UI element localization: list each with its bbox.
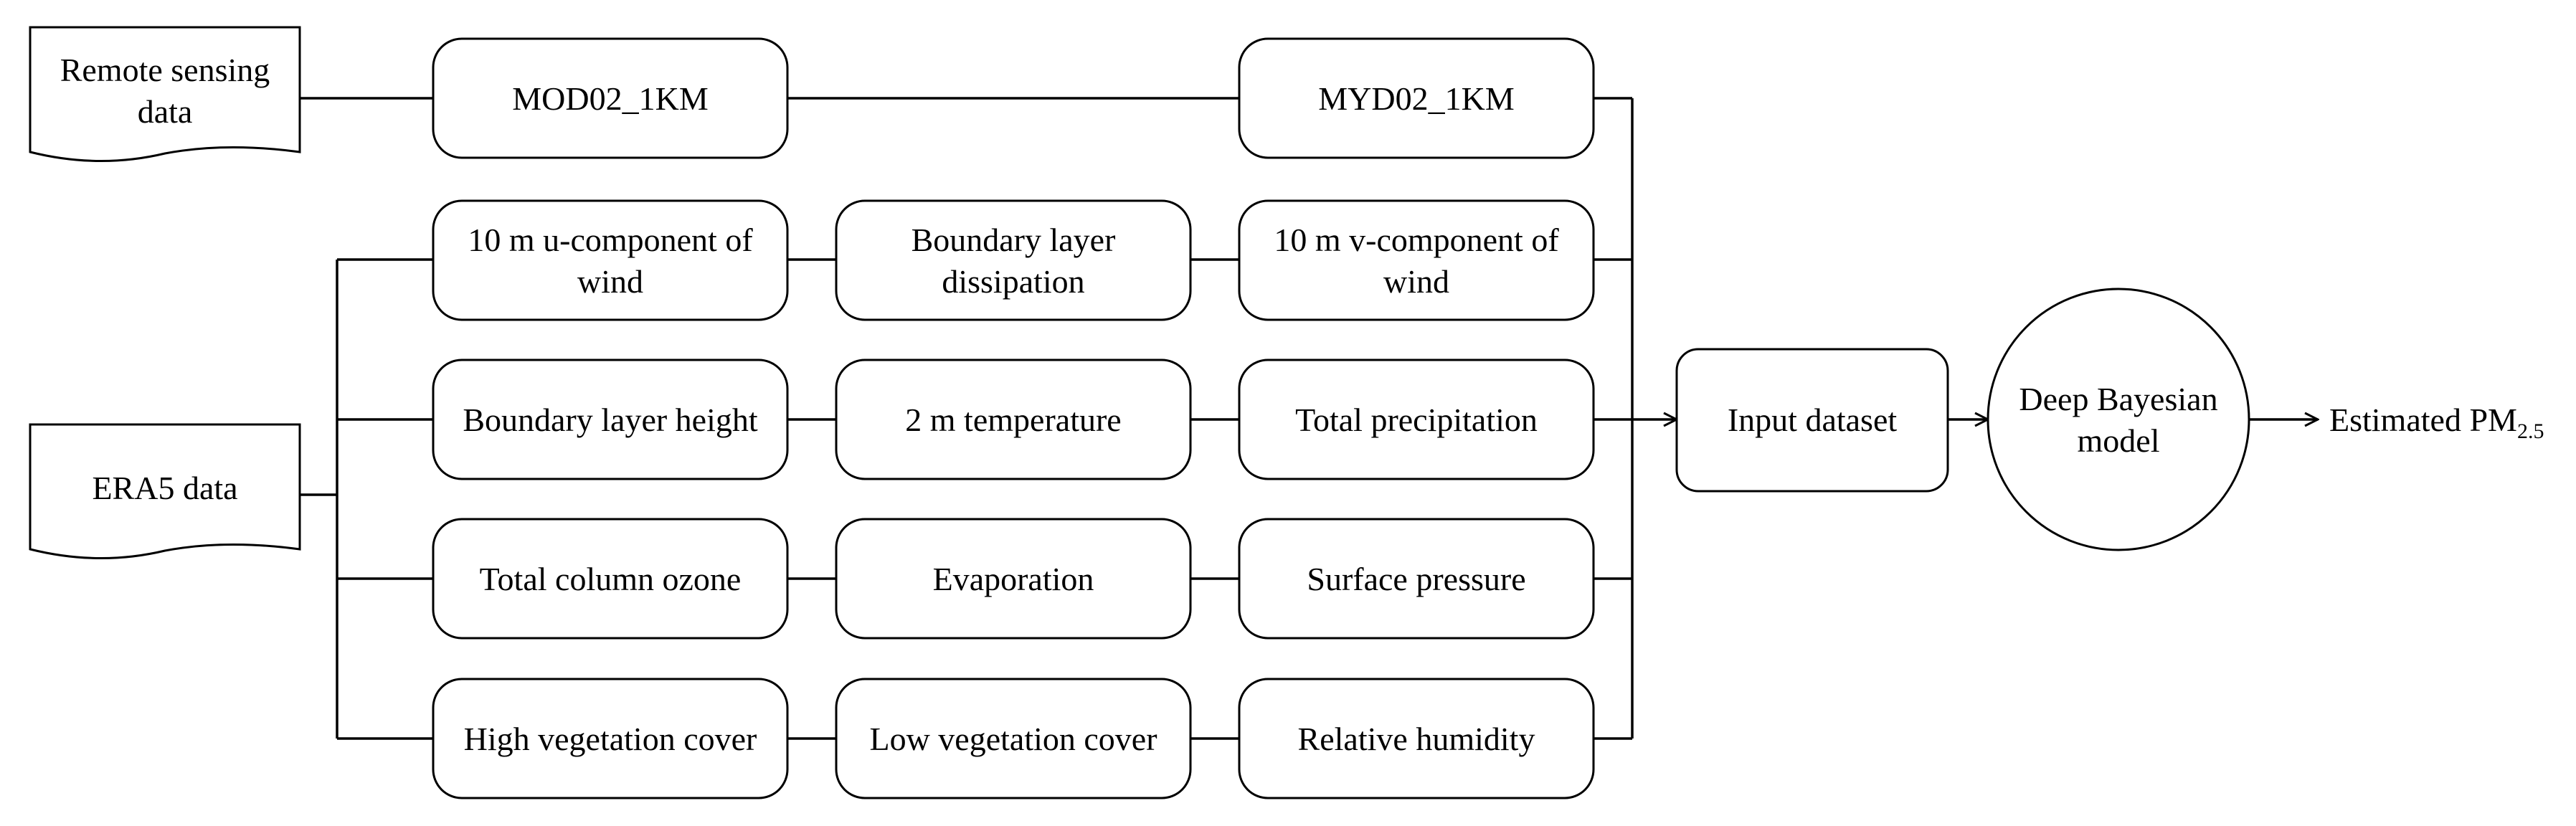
label-line: Low vegetation cover xyxy=(869,721,1157,757)
label-line: data xyxy=(138,93,193,130)
variable-box xyxy=(432,359,789,480)
label-line: Evaporation xyxy=(933,561,1094,597)
variable-node: Surface pressure xyxy=(1238,518,1595,640)
myd02-1km-node: MYD02_1KM xyxy=(1238,37,1595,159)
deep-bayesian-model-label: Deep Bayesian model xyxy=(2019,381,2217,459)
variable-box xyxy=(835,678,1192,799)
variable-node: 10 m u-component of wind xyxy=(432,199,789,321)
connector-lines xyxy=(300,97,2318,740)
variable-node: High vegetation cover xyxy=(432,678,789,799)
deep-bayesian-model-node: Deep Bayesian model xyxy=(1987,288,2250,551)
variable-box xyxy=(432,518,789,640)
variable-label: Evaporation xyxy=(933,561,1094,597)
label-line: High vegetation cover xyxy=(464,721,757,757)
label-line: Boundary layer xyxy=(911,222,1116,258)
era5-data-node: ERA5 data xyxy=(29,423,301,559)
label-line: Surface pressure xyxy=(1307,561,1525,597)
variable-node: Boundary layer height xyxy=(432,359,789,480)
label-line: wind xyxy=(1383,263,1449,300)
label-line: model xyxy=(2078,422,2160,459)
variable-node: 2 m temperature xyxy=(835,359,1192,480)
label-line: 10 m u-component of xyxy=(468,222,753,258)
remote-sensing-data-node: Remote sensing data xyxy=(29,26,301,162)
myd02-1km-label: MYD02_1KM xyxy=(1318,80,1514,117)
variable-node: Total precipitation xyxy=(1238,359,1595,480)
variable-node: Relative humidity xyxy=(1238,678,1595,799)
variable-box xyxy=(835,359,1192,480)
era5-data-label: ERA5 data xyxy=(92,470,237,506)
label-line: wind xyxy=(577,263,643,300)
variable-label: Relative humidity xyxy=(1298,721,1535,757)
variable-node: Evaporation xyxy=(835,518,1192,640)
label-line: dissipation xyxy=(942,263,1084,300)
remote-sensing-data-label: Remote sensing data xyxy=(60,52,270,130)
variable-label: 10 m u-component of wind xyxy=(468,222,753,300)
era5-variable-grid: 10 m u-component of wind Boundary layer dis… xyxy=(432,199,1595,799)
variable-label: Surface pressure xyxy=(1307,561,1525,597)
variable-box xyxy=(1238,678,1595,799)
output-label: Estimated PM xyxy=(2329,402,2517,438)
label-line: 2 m temperature xyxy=(905,402,1121,438)
variable-label: Boundary layer dissipation xyxy=(911,222,1116,300)
label-line: Remote sensing xyxy=(60,52,270,88)
svg-text:Estimated PM2.5: Estimated PM2.5 xyxy=(2329,402,2544,443)
variable-box xyxy=(835,199,1192,321)
variable-node: Total column ozone xyxy=(432,518,789,640)
variable-box xyxy=(835,518,1192,640)
variable-label: 2 m temperature xyxy=(905,402,1121,438)
variable-label: Total precipitation xyxy=(1295,402,1538,438)
variable-box xyxy=(1238,518,1595,640)
estimated-pm25-output: Estimated PM2.5 xyxy=(2329,402,2544,443)
label-line: ERA5 data xyxy=(92,470,237,506)
label-line: Total column ozone xyxy=(480,561,742,597)
label-line: Total precipitation xyxy=(1295,402,1538,438)
label-line: Deep Bayesian xyxy=(2019,381,2217,417)
variable-label: Total column ozone xyxy=(480,561,742,597)
variable-box xyxy=(1238,359,1595,480)
input-dataset-node: Input dataset xyxy=(1675,348,1949,493)
variable-node: Low vegetation cover xyxy=(835,678,1192,799)
label-line: Relative humidity xyxy=(1298,721,1535,757)
mod02-1km-label: MOD02_1KM xyxy=(512,80,708,117)
label-line: Boundary layer height xyxy=(463,402,758,438)
label-line: MOD02_1KM xyxy=(512,80,708,117)
mod02-1km-node: MOD02_1KM xyxy=(432,37,789,159)
label-line: MYD02_1KM xyxy=(1318,80,1514,117)
variable-box xyxy=(432,199,789,321)
variable-label: High vegetation cover xyxy=(464,721,757,757)
variable-label: Boundary layer height xyxy=(463,402,758,438)
output-subscript: 2.5 xyxy=(2517,419,2544,443)
variable-label: 10 m v-component of wind xyxy=(1274,222,1559,300)
variable-box xyxy=(1238,199,1595,321)
variable-box xyxy=(432,678,789,799)
input-dataset-label: Input dataset xyxy=(1728,402,1898,438)
label-line: Input dataset xyxy=(1728,402,1898,438)
variable-node: Boundary layer dissipation xyxy=(835,199,1192,321)
variable-label: Low vegetation cover xyxy=(869,721,1157,757)
variable-node: 10 m v-component of wind xyxy=(1238,199,1595,321)
label-line: 10 m v-component of xyxy=(1274,222,1559,258)
